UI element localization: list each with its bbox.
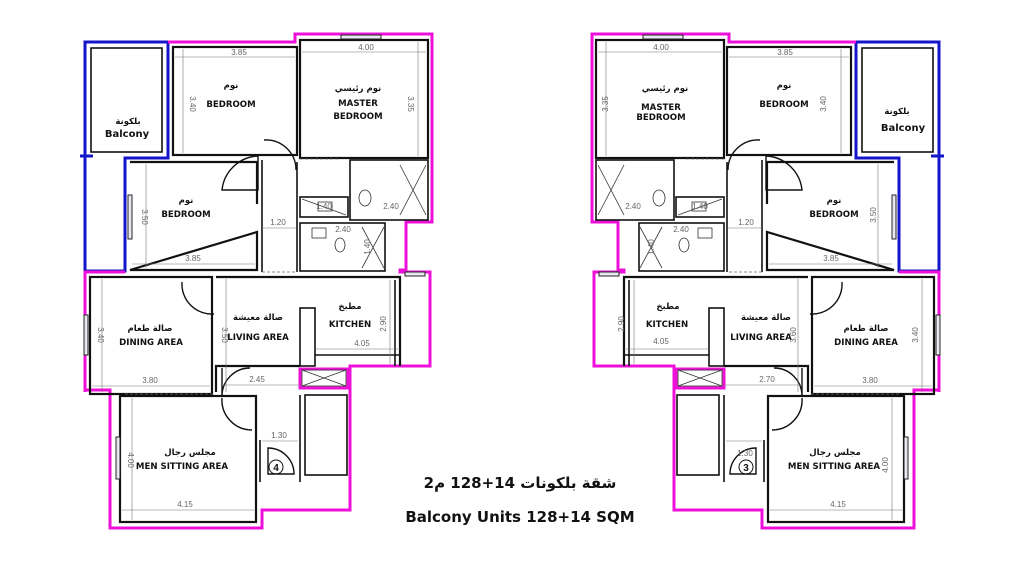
svg-text:4.00: 4.00: [126, 452, 135, 468]
svg-text:1.40: 1.40: [316, 202, 332, 211]
svg-text:3.40: 3.40: [188, 96, 197, 112]
bedroom2-label-ar: نوم: [827, 196, 842, 206]
svg-text:3.35: 3.35: [406, 96, 415, 112]
kitchen-label-ar: مطبخ: [656, 302, 679, 312]
svg-text:3.40: 3.40: [819, 96, 828, 112]
svg-text:2.90: 2.90: [379, 316, 388, 332]
svg-text:3.80: 3.80: [142, 376, 158, 385]
svg-text:1.40: 1.40: [692, 202, 708, 211]
men-sitting-label-en: MEN SITTING AREA: [788, 462, 880, 472]
svg-text:3.60: 3.60: [789, 327, 798, 343]
svg-text:3.35: 3.35: [601, 96, 610, 112]
dining-label-en: DINING AREA: [834, 338, 898, 348]
svg-text:3.40: 3.40: [911, 327, 920, 343]
living-label-ar: صالة معيشة: [741, 313, 791, 323]
svg-text:4.05: 4.05: [653, 337, 669, 346]
bedroom1-label-en: BEDROOM: [759, 100, 808, 110]
svg-text:3.80: 3.80: [862, 376, 878, 385]
master-label-ar: نوم رئيسي: [335, 84, 382, 94]
master-label-ar: نوم رئيسي: [642, 84, 689, 94]
svg-text:2.45: 2.45: [249, 375, 265, 384]
bedroom2-label-ar: نوم: [179, 196, 194, 206]
plan-title-arabic: شقة بلكونات 14+128 م2: [423, 474, 617, 492]
unit-number-badge: [268, 459, 284, 475]
svg-text:2.90: 2.90: [617, 316, 626, 332]
dining-label-ar: صالة طعام: [844, 324, 889, 334]
living-label-ar: صالة معيشة: [233, 313, 283, 323]
master-label-en2: BEDROOM: [333, 112, 382, 122]
bedroom2-label-en: BEDROOM: [161, 210, 210, 220]
svg-text:4.05: 4.05: [354, 339, 370, 348]
svg-text:4.15: 4.15: [830, 500, 846, 509]
svg-text:1.20: 1.20: [738, 218, 754, 227]
svg-text:2.70: 2.70: [759, 375, 775, 384]
unit-number-badge: [738, 459, 754, 475]
kitchen-label-en: KITCHEN: [646, 320, 688, 330]
svg-text:3.50: 3.50: [220, 327, 229, 343]
living-label-en: LIVING AREA: [730, 333, 792, 343]
balcony-label-ar: بلكونة: [115, 117, 140, 127]
kitchen-label-en: KITCHEN: [329, 320, 371, 330]
balcony-label-en: Balcony: [105, 129, 150, 140]
svg-text:3.40: 3.40: [96, 327, 105, 343]
svg-text:1.40: 1.40: [363, 239, 372, 255]
unit-left-labels: بلكونة Balcony نوم BEDROOM 3.85 3.40 نوم…: [96, 43, 415, 509]
bedroom2-label-en: BEDROOM: [809, 210, 858, 220]
svg-text:1.20: 1.20: [270, 218, 286, 227]
svg-text:2.40: 2.40: [673, 225, 689, 234]
svg-text:3.50: 3.50: [140, 209, 149, 225]
svg-text:3.85: 3.85: [777, 48, 793, 57]
bedroom1-label-ar: نوم: [777, 81, 792, 91]
svg-text:4.15: 4.15: [177, 500, 193, 509]
bedroom1-label-ar: نوم: [224, 81, 239, 91]
balcony-label-en: Balcony: [881, 123, 926, 134]
plan-title-english: Balcony Units 128+14 SQM: [405, 508, 635, 526]
living-label-en: LIVING AREA: [227, 333, 289, 343]
svg-text:4.00: 4.00: [358, 43, 374, 52]
men-sitting-label-ar: مجلس رجال: [809, 448, 860, 458]
balcony-label-ar: بلكونة: [884, 107, 909, 117]
dining-label-ar: صالة طعام: [128, 324, 173, 334]
svg-text:3.85: 3.85: [823, 254, 839, 263]
men-sitting-label-ar: مجلس رجال: [164, 448, 215, 458]
svg-text:3.85: 3.85: [231, 48, 247, 57]
svg-text:1.40: 1.40: [647, 239, 656, 255]
svg-text:4.00: 4.00: [653, 43, 669, 52]
master-label-en2: BEDROOM: [636, 113, 685, 123]
svg-text:1.30: 1.30: [737, 449, 753, 458]
unit-right-labels: بلكونة Balcony نوم BEDROOM 3.85 3.40 نوم…: [601, 43, 926, 509]
bedroom1-label-en: BEDROOM: [206, 100, 255, 110]
dining-label-en: DINING AREA: [119, 338, 183, 348]
kitchen-label-ar: مطبخ: [338, 302, 361, 312]
master-label-en1: MASTER: [641, 103, 681, 113]
svg-text:4.00: 4.00: [881, 457, 890, 473]
svg-text:2.40: 2.40: [383, 202, 399, 211]
master-label-en1: MASTER: [338, 99, 378, 109]
unit-number: 3: [743, 463, 749, 474]
svg-text:2.40: 2.40: [335, 225, 351, 234]
svg-text:3.85: 3.85: [185, 254, 201, 263]
unit-number: 4: [273, 463, 279, 474]
men-sitting-label-en: MEN SITTING AREA: [136, 462, 228, 472]
svg-text:2.40: 2.40: [625, 202, 641, 211]
svg-text:1.30: 1.30: [271, 431, 287, 440]
svg-text:3.50: 3.50: [869, 207, 878, 223]
